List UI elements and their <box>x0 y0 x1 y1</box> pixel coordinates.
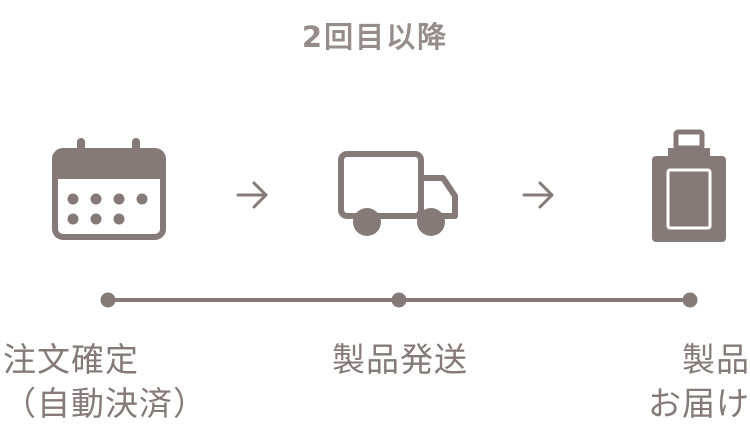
timeline-dot <box>682 292 698 308</box>
timeline <box>100 292 698 308</box>
arrow-right-icon <box>522 181 554 209</box>
calendar-icon <box>52 138 166 240</box>
timeline-dot <box>100 292 116 308</box>
timeline-dot <box>391 292 407 308</box>
bottle-icon <box>652 129 726 242</box>
diagram-title: 2回目以降 <box>301 20 449 54</box>
step-label-delivery: 製品 お届け <box>648 340 750 423</box>
arrow-right-icon <box>236 181 268 209</box>
step-label-order: 注文確定 （自動決済） <box>3 340 207 423</box>
step-label-shipping: 製品発送 <box>332 340 468 379</box>
truck-icon <box>338 151 458 236</box>
